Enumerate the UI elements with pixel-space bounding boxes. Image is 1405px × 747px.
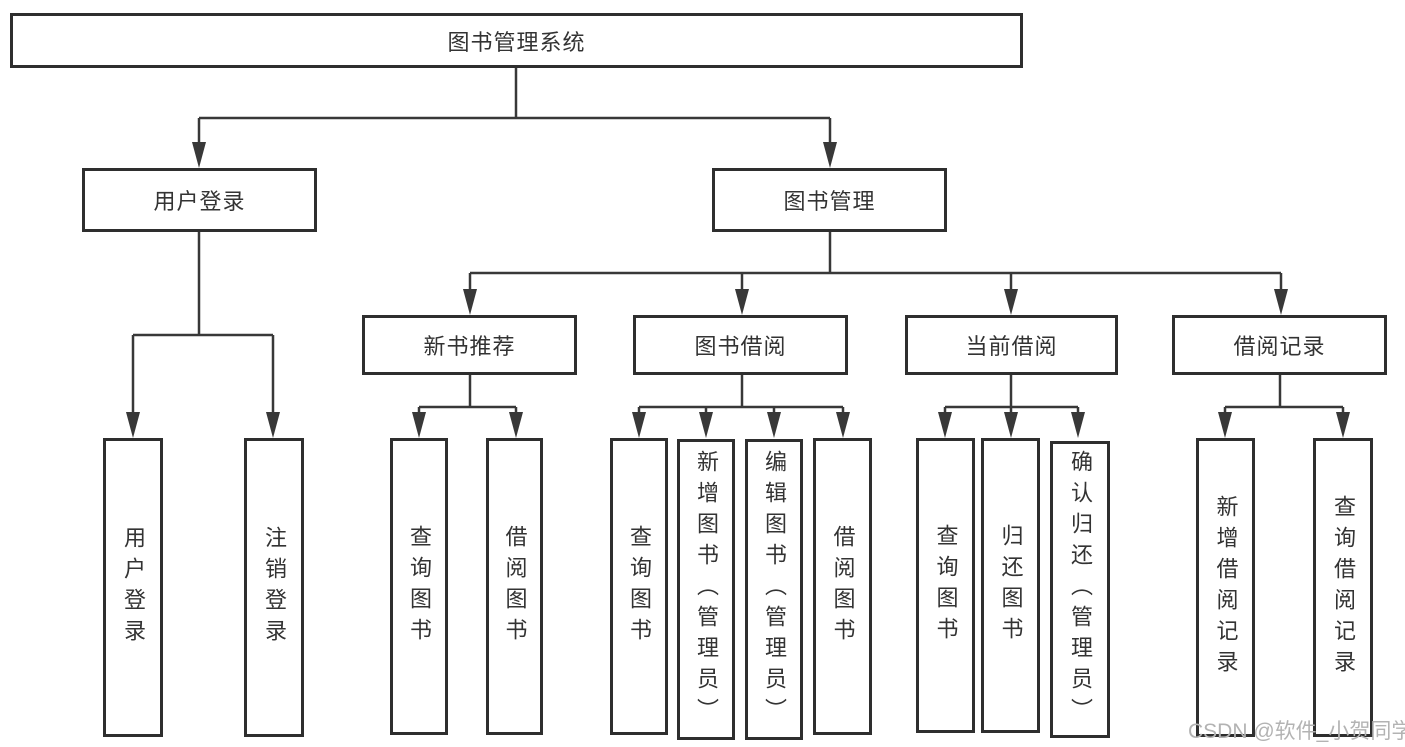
leaf-add-book-admin-label: 新增图书（管理员） [694, 450, 719, 729]
leaf-borrow-books: 借阅图书 [813, 438, 872, 735]
leaf-user-login-label: 用户登录 [121, 525, 146, 650]
node-borrow-record: 借阅记录 [1172, 315, 1387, 375]
leaf-borrow-books-recommend-label: 借阅图书 [502, 524, 528, 649]
leaf-confirm-return-admin: 确认归还（管理员） [1050, 441, 1110, 738]
leaf-query-books-recommend: 查询图书 [390, 438, 448, 735]
node-book-management: 图书管理 [712, 168, 947, 232]
leaf-edit-book-admin: 编辑图书（管理员） [745, 439, 803, 740]
node-book-borrow: 图书借阅 [633, 315, 848, 375]
leaf-query-books-current-label: 查询图书 [933, 523, 959, 648]
leaf-query-borrow-record-label: 查询借阅记录 [1331, 494, 1356, 681]
leaf-logout: 注销登录 [244, 438, 304, 737]
leaf-query-books-borrow-label: 查询图书 [627, 524, 652, 649]
leaf-return-book: 归还图书 [981, 438, 1040, 733]
node-current-borrow: 当前借阅 [905, 315, 1118, 375]
leaf-user-login: 用户登录 [103, 438, 163, 737]
leaf-return-book-label: 归还图书 [998, 523, 1024, 648]
leaf-borrow-books-recommend: 借阅图书 [486, 438, 543, 735]
leaf-query-books-recommend-label: 查询图书 [407, 524, 432, 649]
node-root: 图书管理系统 [10, 13, 1023, 68]
leaf-confirm-return-admin-label: 确认归还（管理员） [1068, 450, 1093, 729]
leaf-query-borrow-record: 查询借阅记录 [1313, 438, 1373, 737]
watermark: CSDN @软件_小贺同学 [1188, 720, 1405, 743]
leaf-query-books-borrow: 查询图书 [610, 438, 668, 735]
leaf-edit-book-admin-label: 编辑图书（管理员） [762, 450, 787, 729]
leaf-add-book-admin: 新增图书（管理员） [677, 439, 735, 740]
leaf-query-books-current: 查询图书 [916, 438, 975, 733]
node-user-login: 用户登录 [82, 168, 317, 232]
leaf-borrow-books-label: 借阅图书 [830, 524, 856, 649]
node-new-book-recommend: 新书推荐 [362, 315, 577, 375]
leaf-logout-label: 注销登录 [262, 525, 287, 650]
leaf-add-borrow-record: 新增借阅记录 [1196, 438, 1255, 737]
leaf-add-borrow-record-label: 新增借阅记录 [1213, 494, 1239, 681]
